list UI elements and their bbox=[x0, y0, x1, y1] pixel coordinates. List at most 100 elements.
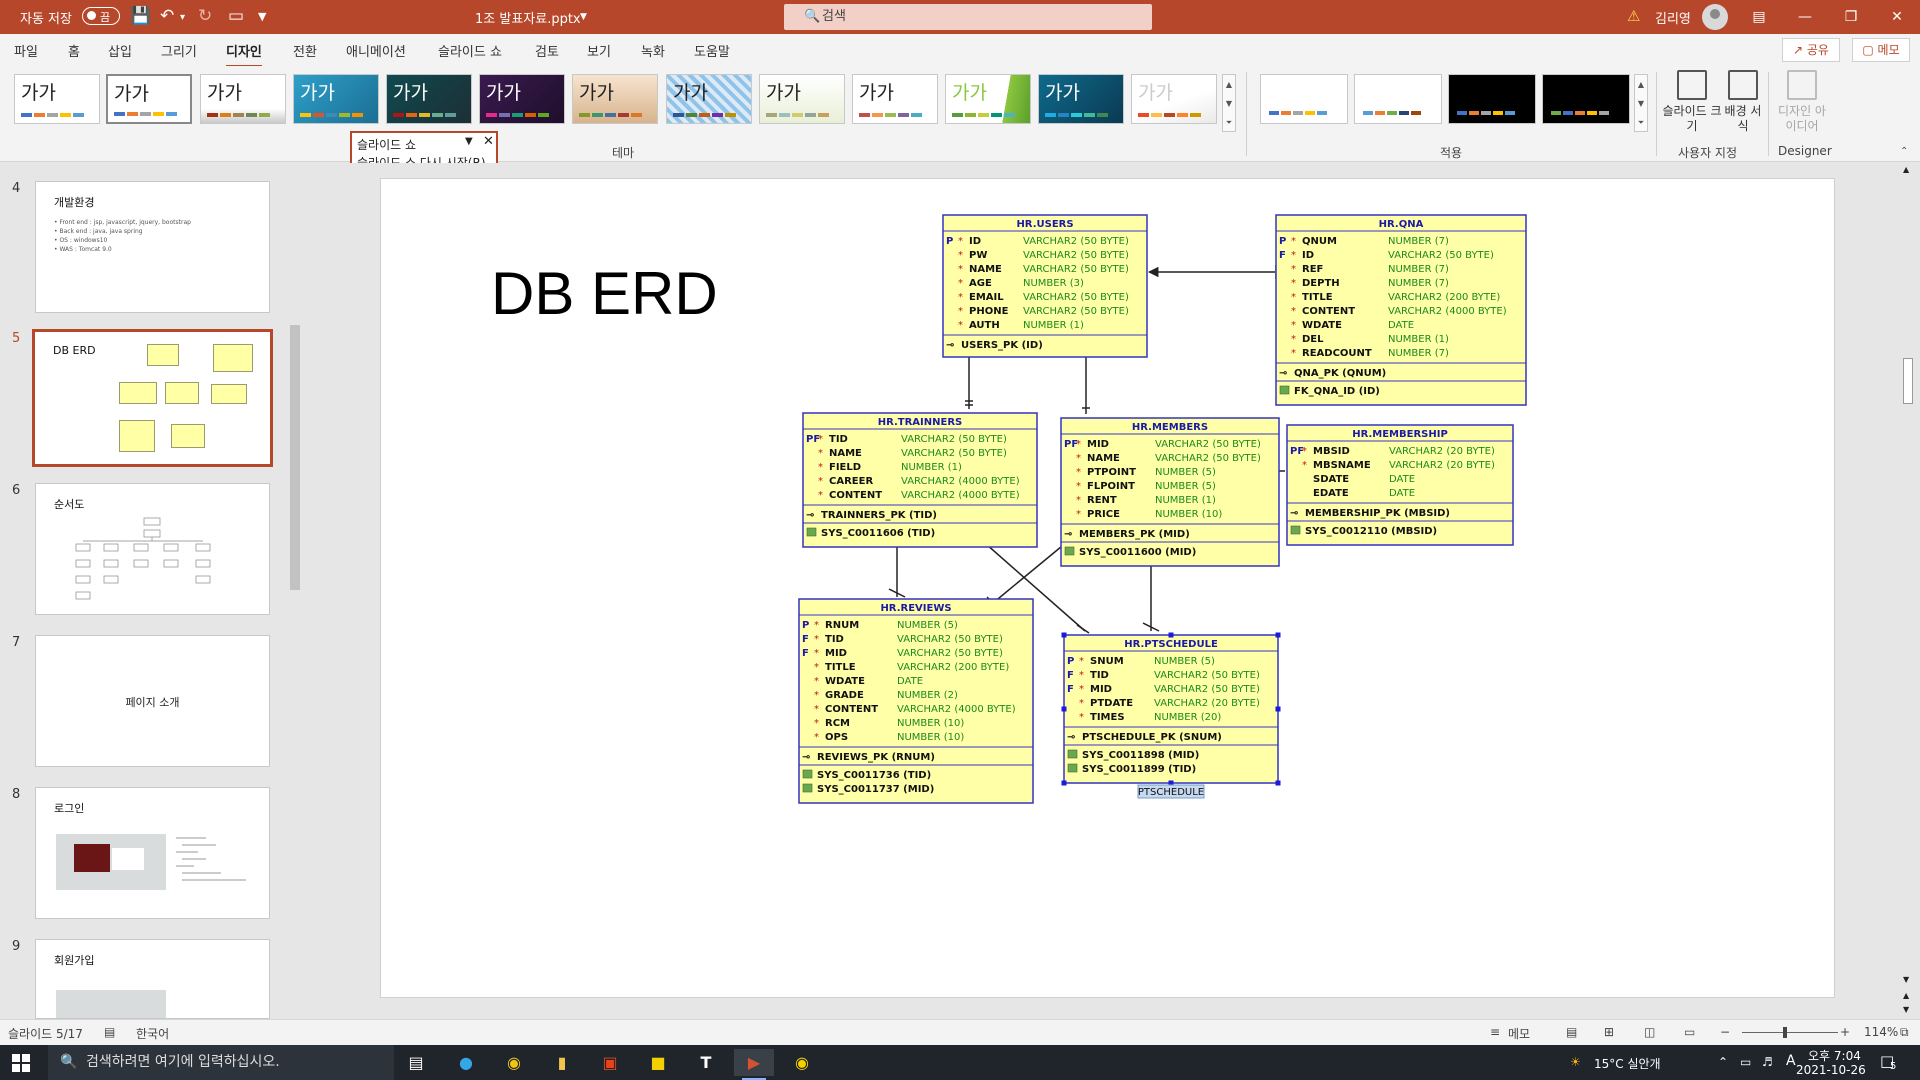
theme-retrospect[interactable]: 가가 bbox=[572, 74, 658, 124]
restore-icon[interactable]: ❐ bbox=[1844, 9, 1858, 25]
notes-button[interactable]: 메모 bbox=[1508, 1027, 1531, 1041]
zoom-slider-thumb[interactable] bbox=[1783, 1027, 1787, 1038]
file-explorer-icon[interactable]: ▮ bbox=[557, 1053, 567, 1072]
notes-icon[interactable]: ≡ bbox=[1490, 1025, 1501, 1039]
theme-berlin[interactable]: 가가 bbox=[1038, 74, 1124, 124]
clock-time[interactable]: 오후 7:04 bbox=[1808, 1049, 1861, 1063]
theme-ion-board[interactable]: 가가 bbox=[386, 74, 472, 124]
kakaotalk-icon[interactable]: ◉ bbox=[795, 1053, 809, 1072]
variant-gallery-scroll[interactable]: ▲▼⏷ bbox=[1634, 74, 1648, 132]
slide-thumbnail-6[interactable]: 순서도 bbox=[35, 483, 270, 615]
network-icon[interactable]: ▭ bbox=[1740, 1055, 1752, 1069]
slide-sorter-icon[interactable]: ⊞ bbox=[1604, 1025, 1615, 1039]
avatar[interactable] bbox=[1702, 4, 1728, 30]
windows-start-icon[interactable] bbox=[12, 1054, 30, 1072]
theme-wisp[interactable]: 가가 bbox=[945, 74, 1031, 124]
typora-icon[interactable]: T bbox=[700, 1053, 712, 1072]
taskbar-search[interactable]: 🔍검색하려면 여기에 입력하십시오. bbox=[48, 1045, 394, 1080]
chevron-down-icon[interactable]: ▼ bbox=[465, 136, 473, 147]
tray-chevron-icon[interactable]: ⌃ bbox=[1718, 1055, 1729, 1069]
zoom-in-icon[interactable]: + bbox=[1840, 1025, 1851, 1039]
theme-facet[interactable]: 가가 bbox=[200, 74, 286, 124]
tab-review[interactable]: 검토 bbox=[535, 45, 559, 60]
tab-view[interactable]: 보기 bbox=[587, 45, 611, 60]
redo-icon[interactable]: ↻ bbox=[198, 6, 213, 26]
slide-thumbnail-4[interactable]: 개발환경 • Front end : jsp, javascript, jque… bbox=[35, 181, 270, 313]
scrollbar-thumb[interactable] bbox=[290, 325, 300, 590]
theme-vapor[interactable]: 가가 bbox=[759, 74, 845, 124]
chrome-icon[interactable]: ◉ bbox=[507, 1053, 521, 1072]
next-slide-icon[interactable]: ▼ bbox=[1903, 1005, 1910, 1014]
accessibility-icon[interactable]: ▤ bbox=[104, 1025, 116, 1039]
autosave-toggle[interactable]: 끔 bbox=[82, 7, 120, 25]
tab-animations[interactable]: 애니메이션 bbox=[346, 45, 406, 60]
slide-size-button[interactable]: 슬라이드 크기 bbox=[1662, 70, 1722, 134]
clock-date[interactable]: 2021-10-26 bbox=[1796, 1063, 1866, 1077]
powerpoint-icon[interactable]: ▶ bbox=[734, 1049, 774, 1080]
normal-view-icon[interactable]: ▤ bbox=[1566, 1025, 1578, 1039]
fit-to-window-icon[interactable]: ⧉ bbox=[1900, 1025, 1909, 1039]
theme-dots[interactable]: 가가 bbox=[666, 74, 752, 124]
minimize-icon[interactable]: — bbox=[1798, 9, 1812, 25]
variant-3[interactable] bbox=[1448, 74, 1536, 124]
save-icon[interactable]: 💾 bbox=[130, 6, 152, 26]
slideshow-view-icon[interactable]: ▭ bbox=[1684, 1025, 1696, 1039]
notification-icon[interactable]: □ bbox=[1880, 1052, 1895, 1070]
comments-button[interactable]: ▢ 메모 bbox=[1852, 38, 1910, 62]
scroll-up-icon[interactable]: ▲ bbox=[1903, 165, 1910, 174]
tab-help[interactable]: 도움말 bbox=[694, 45, 730, 60]
collapse-ribbon-icon[interactable]: ⌃ bbox=[1900, 146, 1909, 157]
ribbon-display-icon[interactable]: ▤ bbox=[1752, 9, 1766, 25]
slide-thumbnail-5[interactable]: DB ERD bbox=[32, 329, 273, 467]
document-title[interactable]: 1조 발표자료.pptx bbox=[475, 12, 581, 27]
tab-transitions[interactable]: 전환 bbox=[293, 45, 317, 60]
sticky-notes-icon[interactable]: ■ bbox=[650, 1053, 666, 1072]
theme-current[interactable]: 가가 bbox=[106, 74, 192, 124]
editor-scrollbar[interactable]: ▲ ▼ ▲ ▼ bbox=[1900, 163, 1916, 1019]
tab-draw[interactable]: 그리기 bbox=[161, 45, 197, 60]
theme-gallery-scroll[interactable]: ▲▼⏷ bbox=[1222, 74, 1236, 132]
theme-office[interactable]: 가가 bbox=[14, 74, 100, 124]
variant-2[interactable] bbox=[1354, 74, 1442, 124]
user-name[interactable]: 김리영 bbox=[1655, 12, 1691, 27]
design-ideas-button[interactable]: 디자인 아이디어 bbox=[1774, 70, 1830, 134]
close-icon[interactable]: ✕ bbox=[483, 134, 494, 149]
theme-slice[interactable]: 가가 bbox=[852, 74, 938, 124]
warning-icon[interactable]: ⚠ bbox=[1627, 7, 1641, 25]
theme-organic[interactable]: 가가 bbox=[479, 74, 565, 124]
slideshow-start-icon[interactable]: ▭ bbox=[228, 6, 245, 26]
search-box[interactable]: 🔍 검색 bbox=[784, 4, 1152, 30]
task-view-icon[interactable]: ▤ bbox=[408, 1053, 424, 1072]
weather-icon[interactable]: ☀ bbox=[1570, 1055, 1581, 1069]
filename-dropdown-icon[interactable]: ▼ bbox=[580, 12, 587, 22]
tab-insert[interactable]: 삽입 bbox=[108, 45, 132, 60]
undo-dropdown-icon[interactable]: ▾ bbox=[180, 12, 186, 23]
previous-slide-icon[interactable]: ▲ bbox=[1903, 991, 1910, 1000]
volume-icon[interactable]: ♬ bbox=[1762, 1055, 1773, 1069]
scroll-down-icon[interactable]: ▼ bbox=[1903, 975, 1910, 984]
language-indicator[interactable]: 한국어 bbox=[136, 1027, 170, 1041]
undo-icon[interactable]: ↶ bbox=[160, 6, 175, 26]
weather-text[interactable]: 15°C 실안개 bbox=[1594, 1057, 1661, 1071]
customize-toolbar-icon[interactable]: ▼ bbox=[258, 10, 267, 23]
tab-file[interactable]: 파일 bbox=[14, 45, 38, 60]
ime-indicator[interactable]: A bbox=[1786, 1053, 1796, 1069]
tab-design[interactable]: 디자인 bbox=[226, 41, 262, 68]
theme-ion[interactable]: 가가 bbox=[293, 74, 379, 124]
zoom-out-icon[interactable]: − bbox=[1720, 1025, 1731, 1039]
tab-record[interactable]: 녹화 bbox=[641, 45, 665, 60]
slide-thumbnail-8[interactable]: 로그인 bbox=[35, 787, 270, 919]
thumbnail-scrollbar[interactable] bbox=[288, 165, 302, 1017]
close-icon[interactable]: ✕ bbox=[1891, 9, 1903, 25]
scrollbar-thumb[interactable] bbox=[1903, 358, 1913, 404]
tab-slideshow[interactable]: 슬라이드 쇼 bbox=[438, 45, 502, 60]
tab-home[interactable]: 홈 bbox=[68, 45, 80, 60]
